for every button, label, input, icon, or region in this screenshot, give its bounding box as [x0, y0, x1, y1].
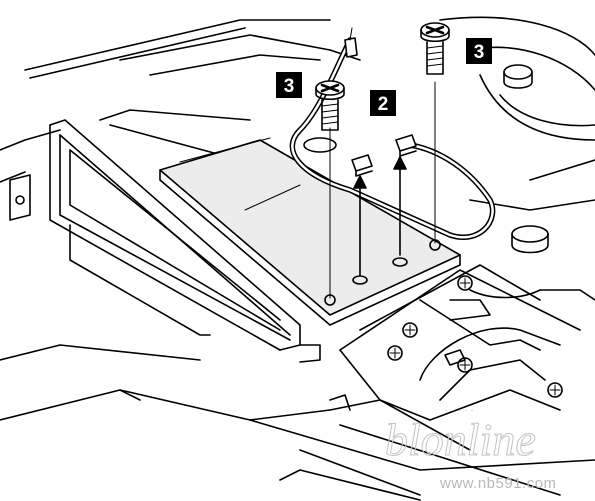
watermark-tagline: ·····: [445, 406, 477, 417]
watermark-url: www.nb591.com: [439, 475, 557, 492]
removal-arrows: [329, 81, 436, 299]
step-badge-screw-left: 3: [276, 72, 302, 98]
watermark-logo: blonline: [385, 414, 536, 465]
screw-right-icon: [420, 22, 450, 75]
card-bracket-frame: [9, 109, 321, 363]
antenna-connector-left: [351, 154, 373, 177]
step-badge-screw-right: 3: [466, 38, 492, 64]
plate-screws: [387, 275, 563, 398]
step-number-antenna-cables: 2: [378, 94, 389, 115]
antenna-connector-right: [395, 134, 417, 157]
mounting-plate: [329, 264, 595, 421]
chassis-outline: [0, 19, 595, 501]
step-badge-antenna-cables: 2: [370, 90, 396, 116]
watermark: ····· blonline www.nb591.com: [385, 406, 557, 492]
chassis-boss-upper-right: [439, 16, 595, 254]
step-number-screw-right: 3: [474, 42, 485, 63]
antenna-cables: [289, 27, 496, 240]
step-number-screw-left: 3: [284, 76, 295, 97]
screw-boss: [303, 137, 337, 153]
mini-pci-card: [159, 137, 461, 326]
screw-left-icon: [315, 80, 345, 131]
